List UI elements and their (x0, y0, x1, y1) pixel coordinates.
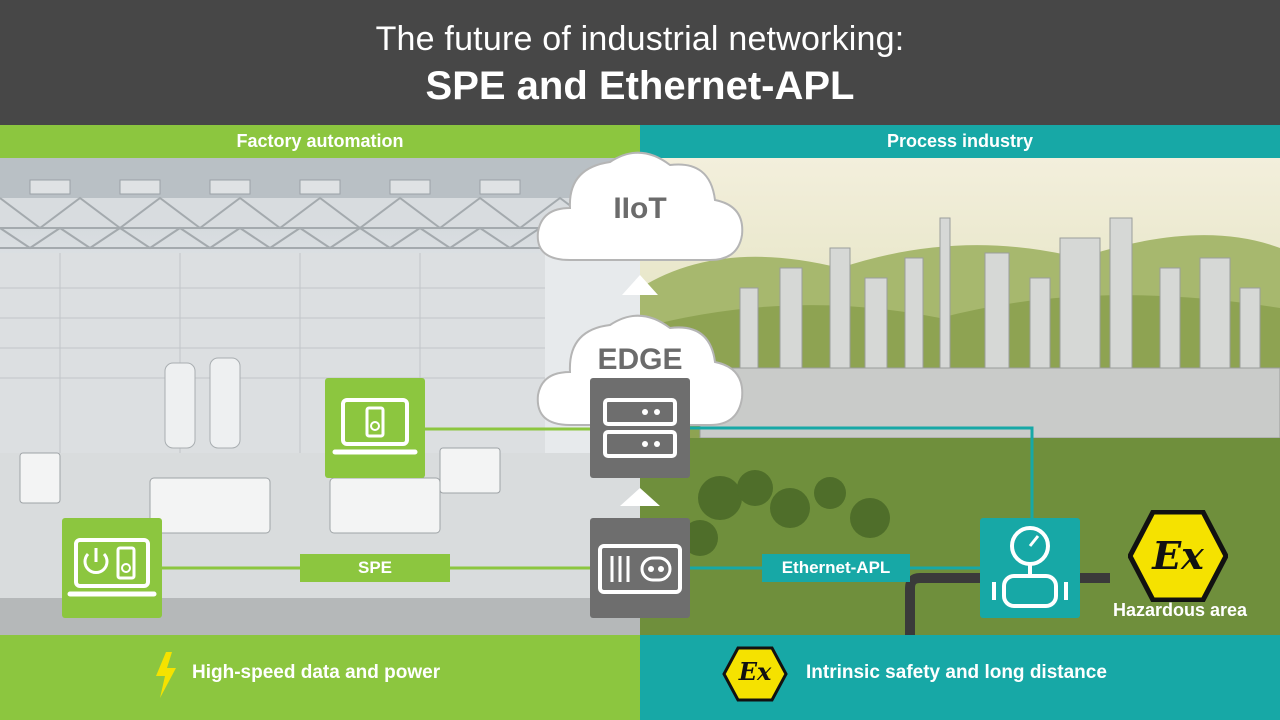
lightning-icon (156, 652, 176, 698)
header-banner: The future of industrial networking: SPE… (0, 0, 1280, 125)
ex-symbol-large: Ex (1152, 533, 1204, 578)
factory-footer-text: High-speed data and power (192, 662, 441, 683)
server-icon (603, 398, 677, 458)
ethernet-apl-tag: Ethernet-APL (762, 554, 910, 582)
factory-device-tile-lower (62, 518, 162, 618)
apl-link-upper (690, 426, 1034, 520)
edge-server-tile (590, 378, 690, 478)
factory-device-tile-upper (325, 378, 425, 478)
edge-uplink-arrow-icon (620, 488, 660, 506)
title-line-2: SPE and Ethernet-APL (425, 64, 855, 108)
edge-cloud (536, 314, 744, 426)
field-instrument-tile (980, 518, 1080, 618)
ex-hazard-badge-icon (1128, 510, 1228, 602)
iiot-cloud (536, 151, 744, 261)
spe-tag: SPE (300, 554, 450, 582)
factory-automation-label: Factory automation (236, 131, 404, 151)
process-plant-scene (640, 158, 1280, 635)
process-industry-label: Process industry (886, 131, 1034, 151)
laptop-controller-icon (332, 398, 418, 455)
hazardous-area-label: Hazardous area (1112, 600, 1248, 620)
process-band (640, 125, 1280, 158)
laptop-power-icon (67, 538, 157, 597)
process-footer-text: Intrinsic safety and long distance (806, 662, 1107, 683)
gateway-switch-tile (590, 518, 690, 618)
factory-band (0, 125, 640, 158)
uplink-arrow-icon (622, 275, 658, 295)
title-line-1: The future of industrial networking: (375, 20, 905, 58)
ex-symbol-small: Ex (738, 657, 772, 686)
pressure-gauge-icon (992, 526, 1068, 608)
iiot-label: IIoT (613, 192, 667, 225)
switch-device-icon (598, 544, 682, 594)
edge-label: EDGE (597, 343, 683, 376)
ex-hazard-icon (722, 646, 788, 702)
factory-footer (0, 635, 640, 720)
cloud-network-graphic (536, 151, 744, 426)
